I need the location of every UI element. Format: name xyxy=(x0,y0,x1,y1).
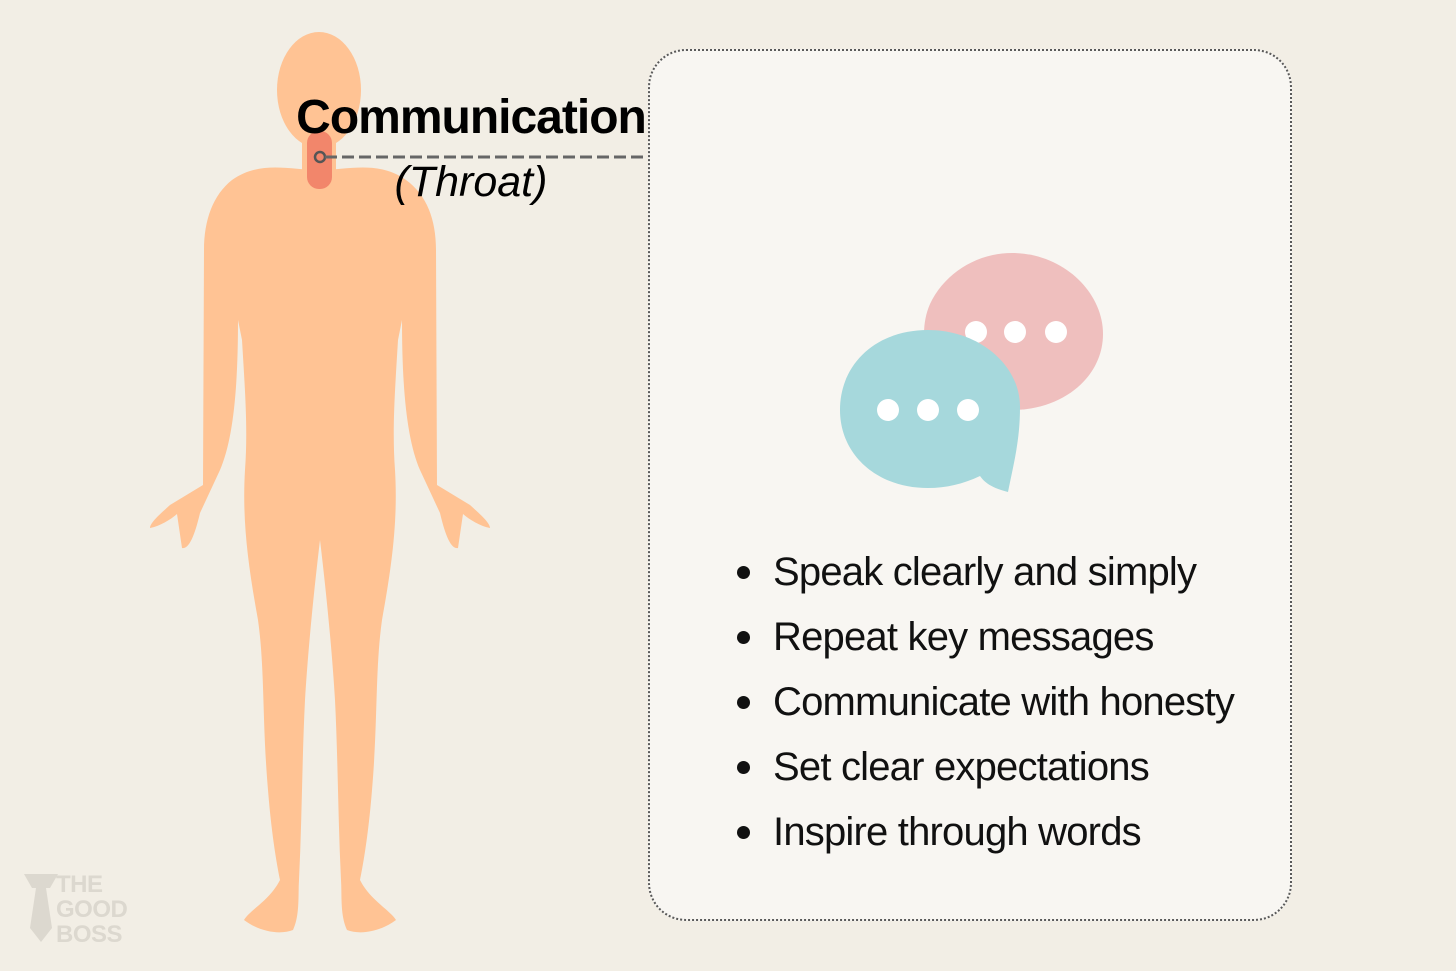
list-item: Communicate with honesty xyxy=(735,670,1275,735)
bullet-text: Communicate with honesty xyxy=(773,680,1235,724)
communication-card xyxy=(648,49,1292,921)
list-item: Repeat key messages xyxy=(735,605,1275,670)
bullet-dot xyxy=(737,696,750,709)
logo-text: THE GOOD BOSS xyxy=(56,871,128,948)
chat-bubbles-icon xyxy=(840,253,1103,492)
logo-line-1: THE xyxy=(56,871,103,898)
card-title: Communication xyxy=(296,91,647,144)
list-item: Inspire through words xyxy=(735,800,1275,865)
bullet-list: Speak clearly and simply Repeat key mess… xyxy=(735,540,1275,865)
card-subtitle: (Throat) xyxy=(394,158,548,206)
bullet-text: Speak clearly and simply xyxy=(773,550,1197,594)
brand-logo: THE GOOD BOSS xyxy=(22,871,142,948)
bullet-dot xyxy=(737,761,750,774)
bullet-text: Set clear expectations xyxy=(773,745,1150,789)
bullet-dot xyxy=(737,566,750,579)
bullet-dot xyxy=(737,826,750,839)
tie-icon xyxy=(24,874,58,942)
list-item: Set clear expectations xyxy=(735,735,1275,800)
bullet-text: Inspire through words xyxy=(773,810,1142,854)
bullet-dot xyxy=(737,631,750,644)
bullet-text: Repeat key messages xyxy=(773,615,1154,659)
logo-line-2: GOOD xyxy=(56,896,128,923)
logo-line-3: BOSS xyxy=(56,921,123,948)
throat-highlight-icon xyxy=(307,131,332,189)
list-item: Speak clearly and simply xyxy=(735,540,1275,605)
